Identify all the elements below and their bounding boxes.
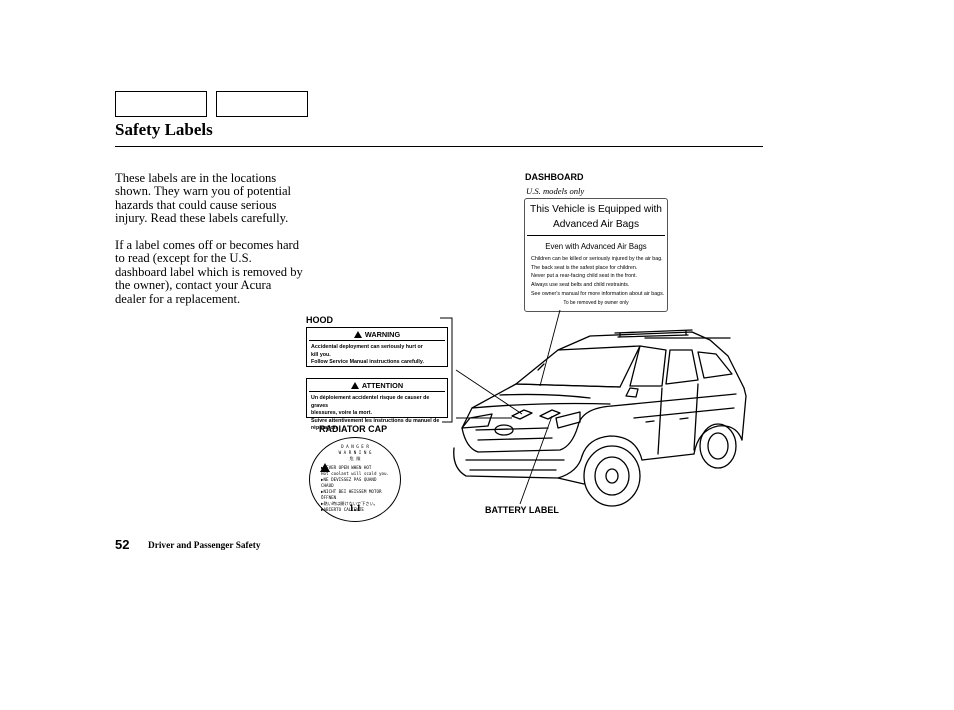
hood-warning-text: Accidental deployment can seriously hurt… xyxy=(307,341,447,370)
heading-line: This Vehicle is Equipped with xyxy=(530,204,662,215)
radiator-cap-callout: RADIATOR CAP xyxy=(319,424,388,434)
warning-triangle-icon xyxy=(353,330,362,338)
radiator-cap-lines: ▶NEVER OPEN WHEN HOT Hot coolant will sc… xyxy=(321,465,391,513)
label-line: Children can be killed or seriously inju… xyxy=(531,256,663,262)
label-line: The back seat is the safest place for ch… xyxy=(531,264,638,271)
text-line: injury. Read these labels carefully. xyxy=(115,211,289,226)
hood-attention-text: Un déploiement accidentel risque de caus… xyxy=(307,392,447,436)
label-line: ▶熱い時は開けないで下さい。 xyxy=(321,501,378,506)
label-line: ▶NEVER OPEN WHEN HOT xyxy=(321,465,372,470)
footer-section-title: Driver and Passenger Safety xyxy=(148,541,261,551)
label-line: D A N G E R xyxy=(341,444,369,449)
text-line: These labels are in the locations xyxy=(115,171,277,185)
text-line: dashboard label which is removed by xyxy=(115,264,303,279)
text-line: dealer for a replacement. xyxy=(115,291,241,306)
page-title: Safety Labels xyxy=(115,120,213,139)
label-line: Never put a rear-facing child seat in th… xyxy=(531,273,637,280)
label-line: Un déploiement accidentel risque de caus… xyxy=(311,395,430,409)
text-line: to read (except for the U.S. xyxy=(115,251,252,266)
text-line: hazards that could cause serious xyxy=(115,197,277,212)
radiator-cap-pressure: 1.1 xyxy=(349,504,361,514)
hood-bracket xyxy=(440,317,453,423)
label-line: 危 険 xyxy=(349,456,361,461)
radiator-cap-header: D A N G E R W A R N I N G 危 険 xyxy=(310,444,400,462)
label-line: kill you. xyxy=(311,351,331,358)
hood-warning-label: WARNING Accidental deployment can seriou… xyxy=(306,327,448,367)
intro-paragraph-1: These labels are in the locations shown.… xyxy=(115,171,330,226)
radiator-cap-label: D A N G E R W A R N I N G 危 険 ▶NEVER OPE… xyxy=(309,437,401,522)
heading-text: WARNING xyxy=(364,329,401,339)
dashboard-label-subheading: Even with Advanced Air Bags xyxy=(545,242,647,251)
label-line: Hot coolant will scald you. xyxy=(321,471,390,476)
text-line: the owner), contact your Acura xyxy=(115,278,272,293)
hood-callout: HOOD xyxy=(306,315,333,325)
label-line: blessures, voire la mort. xyxy=(311,410,372,417)
vehicle-illustration xyxy=(453,309,747,507)
header-tab-box-1 xyxy=(115,91,207,117)
battery-label-callout: BATTERY LABEL xyxy=(485,505,559,515)
text-line: If a label comes off or becomes hard xyxy=(115,238,300,252)
dashboard-note: U.S. models only xyxy=(526,186,585,196)
label-line: ▶NICHT BEI HEISSEM MOTOR ÖFFNEN xyxy=(321,489,382,500)
heading-line: Advanced Air Bags xyxy=(552,218,640,230)
heading-text: ATTENTION xyxy=(361,380,404,390)
header-tab-box-2 xyxy=(216,91,308,117)
label-line: ▶NE DEVISSEZ PAS QUAND CHAUD xyxy=(321,477,377,488)
title-rule xyxy=(115,146,763,147)
label-line: Accidental deployment can seriously hurt… xyxy=(311,344,423,350)
divider xyxy=(309,391,445,392)
label-line: ▶ABIERTO CALIENTE xyxy=(321,507,364,512)
label-line: Suivre attentivement les instructions du… xyxy=(311,417,440,432)
warning-triangle-icon xyxy=(350,381,359,389)
dashboard-label-lines: Children can be killed or seriously inju… xyxy=(531,255,665,299)
dashboard-label-footer: To be removed by owner only xyxy=(563,300,629,306)
dashboard-label-heading: This Vehicle is Equipped with Advanced A… xyxy=(525,203,667,232)
hood-attention-heading: ATTENTION xyxy=(307,379,447,391)
divider xyxy=(309,340,445,341)
label-line: Always use seat belts and child restrain… xyxy=(531,282,630,289)
dashboard-label-divider xyxy=(527,235,665,236)
hood-warning-heading: WARNING xyxy=(307,328,447,340)
label-line: Follow Service Manual instructions caref… xyxy=(311,359,424,366)
label-line: W A R N I N G xyxy=(338,450,372,455)
page-number: 52 xyxy=(115,537,130,552)
dashboard-airbag-label: This Vehicle is Equipped with Advanced A… xyxy=(524,198,668,312)
label-line: See owner's manual for more information … xyxy=(531,290,665,297)
intro-paragraph-2: If a label comes off or becomes hard to … xyxy=(115,238,330,306)
warning-triangle-icon xyxy=(320,463,330,472)
hood-attention-label: ATTENTION Un déploiement accidentel risq… xyxy=(306,378,448,431)
text-line: shown. They warn you of potential xyxy=(115,184,292,199)
dashboard-callout: DASHBOARD xyxy=(525,172,584,182)
